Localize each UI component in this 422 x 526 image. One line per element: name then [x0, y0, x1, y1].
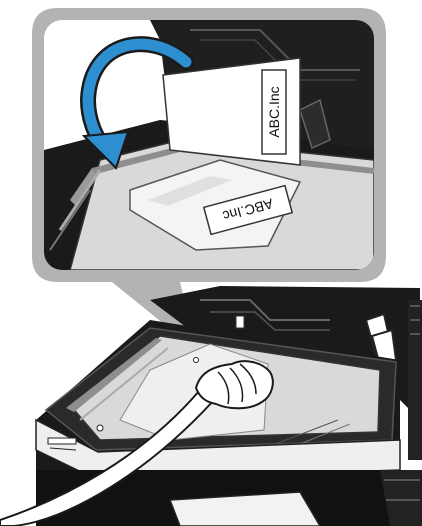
copier-main-view: [0, 286, 422, 526]
original-label: ABC.Inc: [266, 86, 282, 137]
